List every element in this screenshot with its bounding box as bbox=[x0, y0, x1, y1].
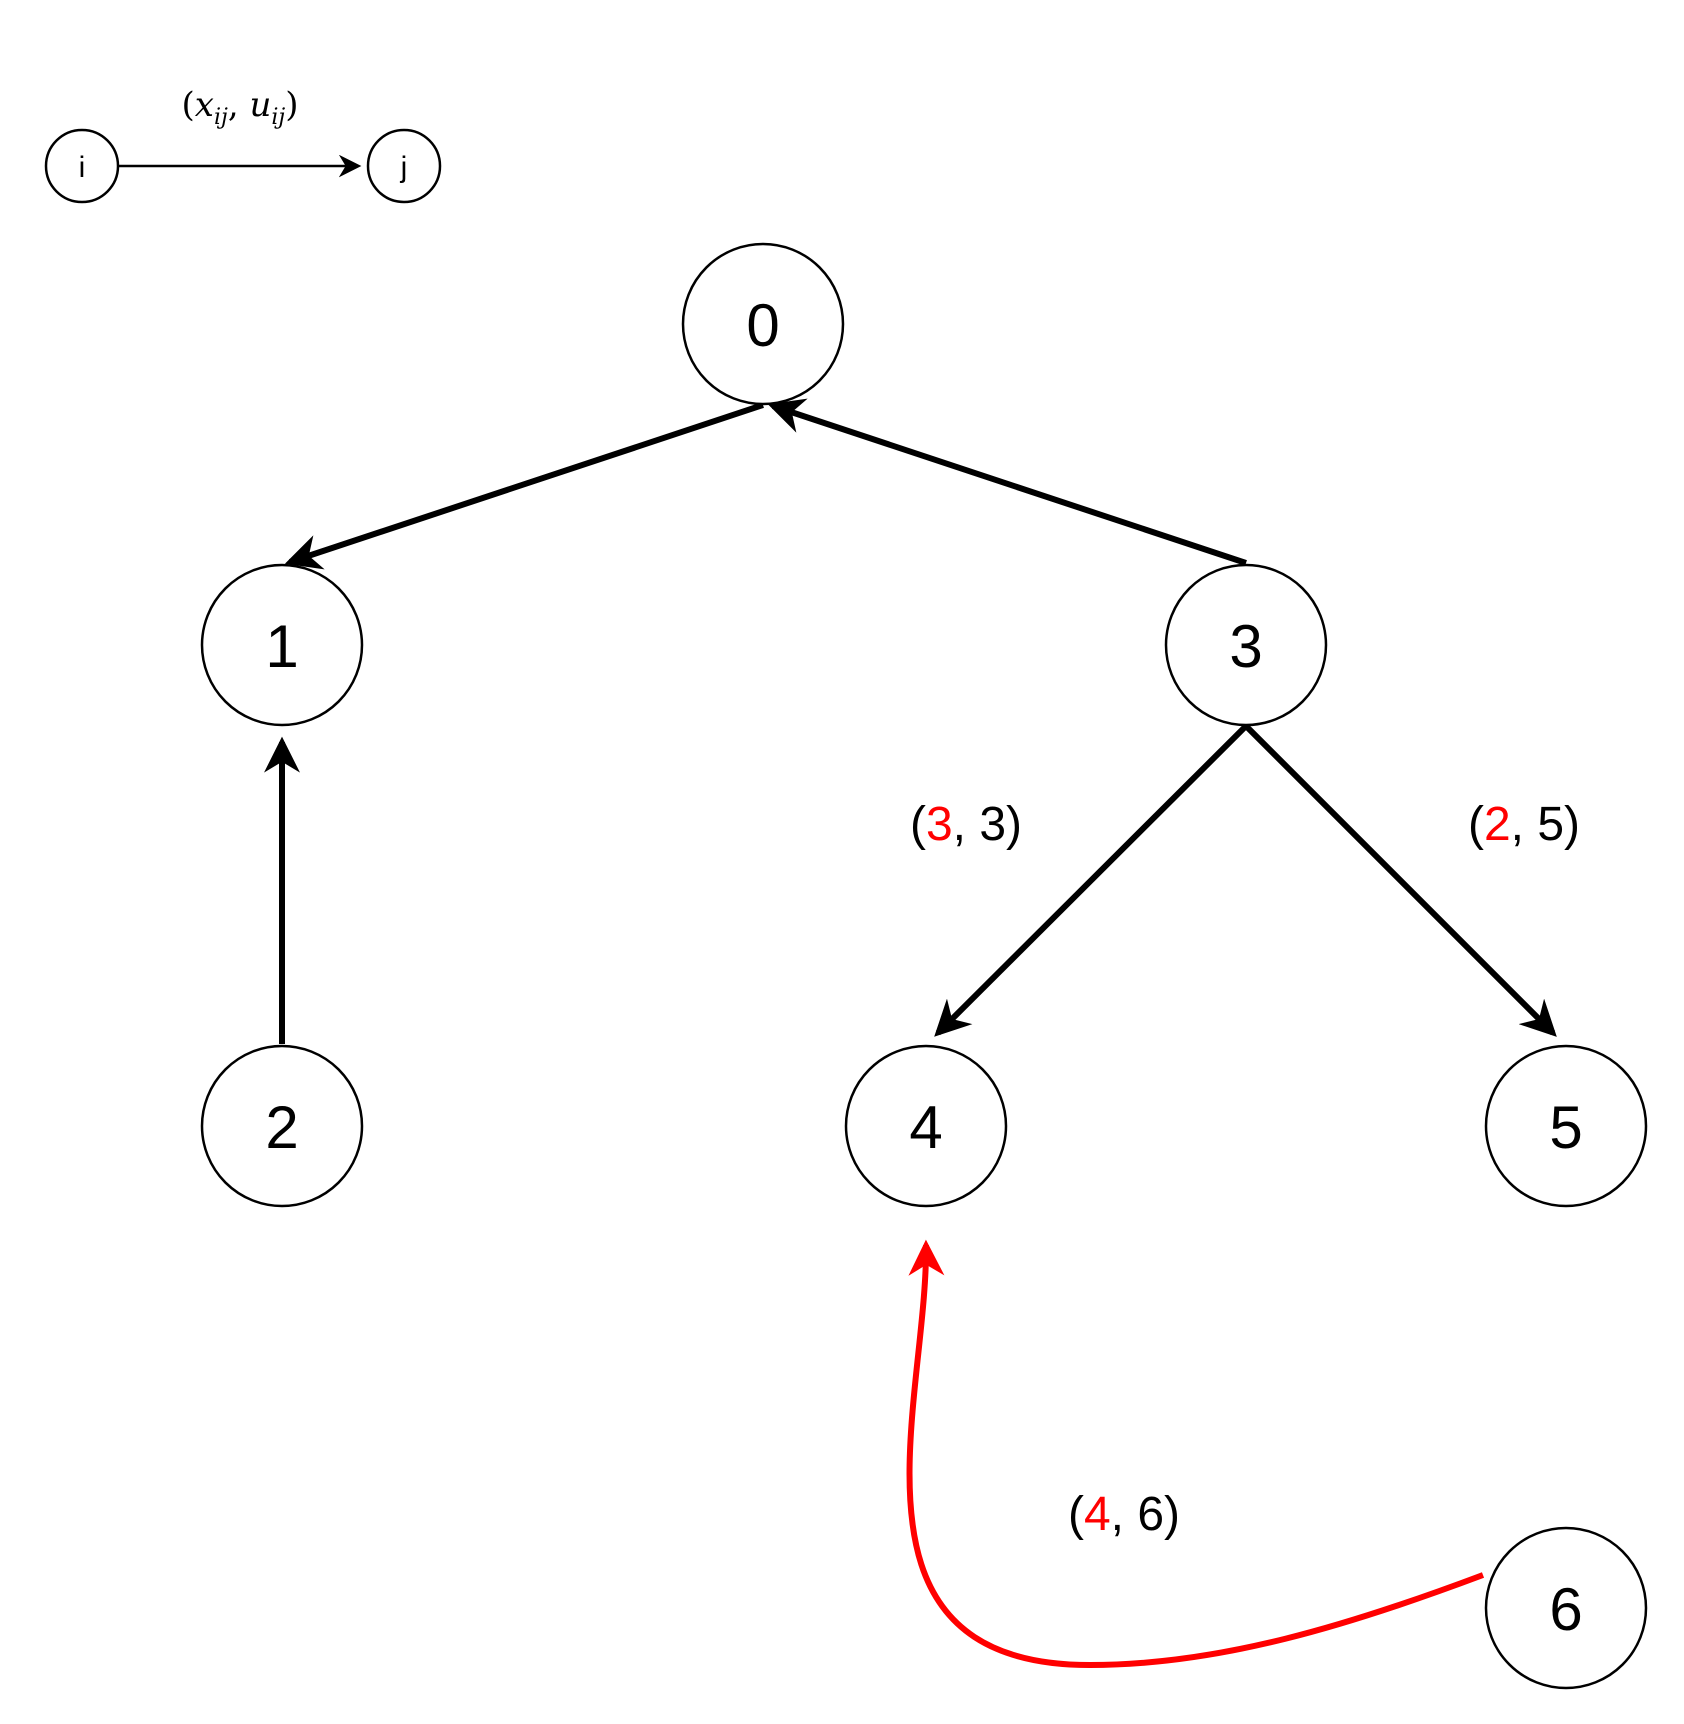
edge-labels: (3, 3) (2, 5) (4, 6) bbox=[910, 798, 1580, 1541]
node-0-label: 0 bbox=[746, 292, 779, 359]
node-4: 4 bbox=[844, 1044, 1008, 1208]
legend-node-j-label: j bbox=[400, 151, 408, 184]
edge-label-3-to-5-flow: 2 bbox=[1484, 798, 1511, 851]
legend: i j (xij, uij) bbox=[44, 85, 442, 204]
node-5: 5 bbox=[1484, 1044, 1648, 1208]
node-1-circle bbox=[200, 563, 364, 727]
edge-label-3-to-4-sep: , bbox=[953, 798, 980, 851]
edge-label-3-to-5-open: ( bbox=[1468, 798, 1484, 851]
edge-label-6-to-4-flow: 4 bbox=[1084, 1488, 1111, 1541]
legend-formula-sep: , bbox=[228, 85, 250, 125]
node-2: 2 bbox=[200, 1044, 364, 1208]
node-1: 1 bbox=[200, 563, 364, 727]
node-3: 3 bbox=[1164, 563, 1328, 727]
legend-formula-open: ( bbox=[182, 85, 195, 125]
edges bbox=[264, 398, 1557, 1669]
edge-label-3-to-4-close: ) bbox=[1006, 798, 1022, 851]
node-0: 0 bbox=[681, 242, 845, 406]
node-6-circle bbox=[1484, 1526, 1648, 1690]
edge-label-3-to-4: (3, 3) bbox=[910, 798, 1022, 851]
node-0-circle bbox=[681, 242, 845, 406]
node-6: 6 bbox=[1484, 1526, 1648, 1690]
legend-node-j-circle bbox=[366, 128, 442, 204]
nodes: 0 1 2 3 4 5 6 bbox=[200, 242, 1648, 1690]
node-3-label: 3 bbox=[1229, 613, 1262, 680]
edge-label-3-to-4-capacity: 3 bbox=[979, 798, 1006, 851]
node-5-circle bbox=[1484, 1044, 1648, 1208]
node-5-label: 5 bbox=[1549, 1094, 1582, 1161]
edge-label-6-to-4-capacity: 6 bbox=[1137, 1488, 1164, 1541]
legend-node-i-circle bbox=[44, 128, 120, 204]
edge-label-6-to-4-close: ) bbox=[1164, 1488, 1180, 1541]
edge-label-3-to-4-open: ( bbox=[910, 798, 926, 851]
legend-node-i-label: i bbox=[79, 151, 86, 184]
node-1-label: 1 bbox=[265, 613, 298, 680]
node-3-circle bbox=[1164, 563, 1328, 727]
node-4-label: 4 bbox=[909, 1094, 942, 1161]
edge-label-3-to-4-flow: 3 bbox=[926, 798, 953, 851]
edge-label-3-to-5: (2, 5) bbox=[1468, 798, 1580, 851]
node-2-circle bbox=[200, 1044, 364, 1208]
legend-formula-x: x bbox=[195, 85, 214, 125]
edge-label-6-to-4-open: ( bbox=[1068, 1488, 1084, 1541]
edge-label-6-to-4: (4, 6) bbox=[1068, 1488, 1180, 1541]
node-4-circle bbox=[844, 1044, 1008, 1208]
legend-formula: (xij, uij) bbox=[182, 85, 299, 130]
edge-label-3-to-5-close: ) bbox=[1564, 798, 1580, 851]
edge-3-to-4 bbox=[934, 723, 1249, 1037]
node-6-label: 6 bbox=[1549, 1576, 1582, 1643]
edge-3-to-0 bbox=[767, 398, 1247, 566]
edge-3-to-5 bbox=[1243, 723, 1557, 1037]
edge-6-to-4 bbox=[906, 1239, 1485, 1669]
legend-formula-x-sub: ij bbox=[214, 105, 228, 130]
legend-formula-u-sub: ij bbox=[271, 105, 285, 130]
edge-label-3-to-5-capacity: 5 bbox=[1537, 798, 1564, 851]
legend-formula-close: ) bbox=[285, 85, 298, 125]
edge-label-6-to-4-sep: , bbox=[1111, 1488, 1138, 1541]
legend-formula-u: u bbox=[249, 85, 271, 125]
node-2-label: 2 bbox=[265, 1094, 298, 1161]
edge-0-to-1 bbox=[284, 402, 764, 570]
edge-label-3-to-5-sep: , bbox=[1511, 798, 1538, 851]
